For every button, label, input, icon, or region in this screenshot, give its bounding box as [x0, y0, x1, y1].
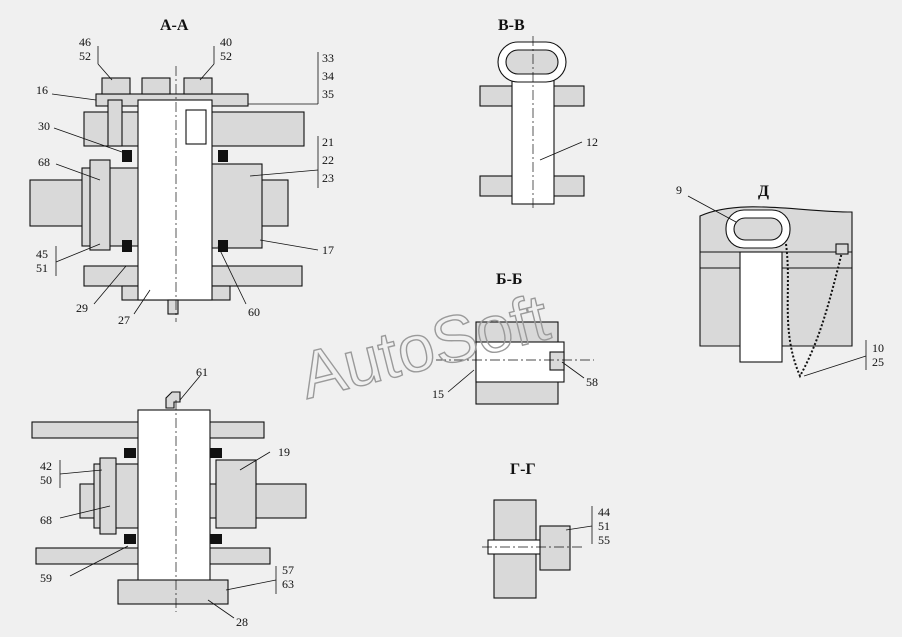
callout-45: 45: [36, 247, 48, 261]
d-pin: [739, 251, 783, 363]
grease-fitting: [167, 299, 179, 315]
callout-16: 16: [36, 83, 48, 97]
callout-55: 55: [598, 533, 610, 547]
callout-30: 30: [38, 119, 50, 133]
seal-3: [122, 240, 132, 252]
callout-57: 57: [282, 563, 294, 577]
bolt-head-1: [101, 77, 131, 95]
lower-right-bushing: [215, 459, 257, 529]
seal-1: [122, 150, 132, 162]
callout-52: 52: [79, 49, 91, 63]
callout-15: 15: [432, 387, 444, 401]
d-handle-inner: [733, 217, 783, 241]
callout-50: 50: [40, 473, 52, 487]
left-bolt: [89, 159, 111, 251]
sleeve-hole: [185, 109, 207, 145]
callout-40: 40: [220, 35, 232, 49]
callout-59: 59: [40, 571, 52, 585]
callout-60: 60: [248, 305, 260, 319]
vv-handle-inner: [505, 49, 559, 75]
callout-44: 44: [598, 505, 610, 519]
callout-35: 35: [322, 87, 334, 101]
callout-22: 22: [322, 153, 334, 167]
callout-52b: 52: [220, 49, 232, 63]
section-b-b: [436, 321, 594, 405]
title-d: Д: [758, 183, 769, 200]
callout-63: 63: [282, 577, 294, 591]
bb-pin-end: [549, 351, 565, 371]
callout-46: 46: [79, 35, 91, 49]
callout-33: 33: [322, 51, 334, 65]
callout-21: 21: [322, 135, 334, 149]
title-a-a: А-А: [160, 17, 189, 34]
lower-seal-3: [124, 534, 136, 544]
callout-28: 28: [236, 615, 248, 629]
callout-25: 25: [872, 355, 884, 369]
bottom-pin: [117, 579, 229, 605]
callout-29: 29: [76, 301, 88, 315]
section-g-g: [482, 499, 582, 599]
leader-lines: [51, 46, 867, 619]
seal-2: [218, 150, 228, 162]
bolt-head-2: [141, 77, 171, 95]
lower-pin: [137, 409, 211, 583]
callout-68-lower: 68: [40, 513, 52, 527]
callout-17: 17: [322, 243, 334, 257]
chain: [785, 243, 843, 379]
callout-68: 68: [38, 155, 50, 169]
lower-seal-2: [210, 448, 222, 458]
lower-section: [31, 391, 307, 612]
lower-seal-4: [210, 534, 222, 544]
callout-10: 10: [872, 341, 884, 355]
callout-42: 42: [40, 459, 52, 473]
callout-19: 19: [278, 445, 290, 459]
callout-61: 61: [196, 365, 208, 379]
callout-23: 23: [322, 171, 334, 185]
upper-bolt: [107, 99, 123, 147]
callout-27: 27: [118, 313, 130, 327]
callout-9: 9: [676, 183, 682, 197]
view-d: [699, 206, 853, 379]
lower-seal-1: [124, 448, 136, 458]
grease-fitting-top: [165, 391, 181, 409]
title-g-g: Г-Г: [510, 461, 536, 478]
lower-bolt: [99, 457, 117, 535]
callout-51-gg: 51: [598, 519, 610, 533]
gg-nut: [539, 525, 571, 571]
callout-51: 51: [36, 261, 48, 275]
chain-bolt: [835, 243, 849, 255]
title-b-b: Б-Б: [496, 271, 522, 288]
bb-pin: [475, 341, 565, 383]
seal-4: [218, 240, 228, 252]
bolt-head-3: [183, 77, 213, 95]
title-v-v: В-В: [498, 17, 525, 34]
callout-34: 34: [322, 69, 334, 83]
callout-58: 58: [586, 375, 598, 389]
section-a-a: [29, 66, 305, 322]
callout-12: 12: [586, 135, 598, 149]
right-bushing: [209, 163, 263, 249]
section-v-v: [479, 36, 585, 210]
